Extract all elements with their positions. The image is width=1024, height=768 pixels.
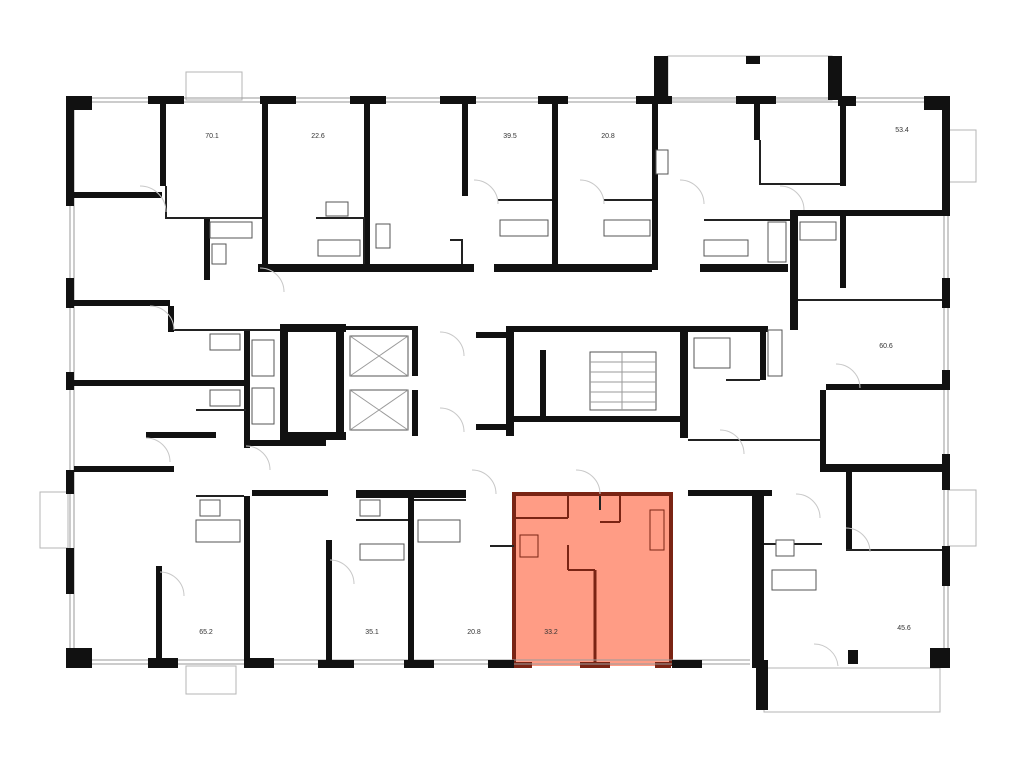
area-label-65-2: 65.2	[199, 629, 213, 636]
area-label-45-6: 45.6	[897, 625, 911, 632]
area-label-60-6: 60.6	[879, 343, 893, 350]
staircase	[589, 351, 657, 411]
elevator-core	[349, 335, 409, 431]
area-label-20-8-bottom: 20.8	[467, 629, 481, 636]
area-label-33-2: 33.2	[544, 629, 558, 636]
area-label-20-8-top: 20.8	[601, 133, 615, 140]
interior-walls	[165, 140, 942, 551]
bathroom-fixtures	[195, 149, 837, 591]
area-label-53-4: 53.4	[895, 127, 909, 134]
area-label-70-1: 70.1	[205, 133, 219, 140]
door-swings	[139, 179, 871, 667]
area-label-22-6: 22.6	[311, 133, 325, 140]
area-labels: 70.1 22.6 39.5 20.8 53.4 60.6 65.2 35.1 …	[199, 127, 911, 636]
structural-walls	[66, 56, 950, 710]
selected-apartment-33-2[interactable]	[512, 492, 673, 668]
area-label-35-1: 35.1	[365, 629, 379, 636]
area-label-39-5: 39.5	[503, 133, 517, 140]
